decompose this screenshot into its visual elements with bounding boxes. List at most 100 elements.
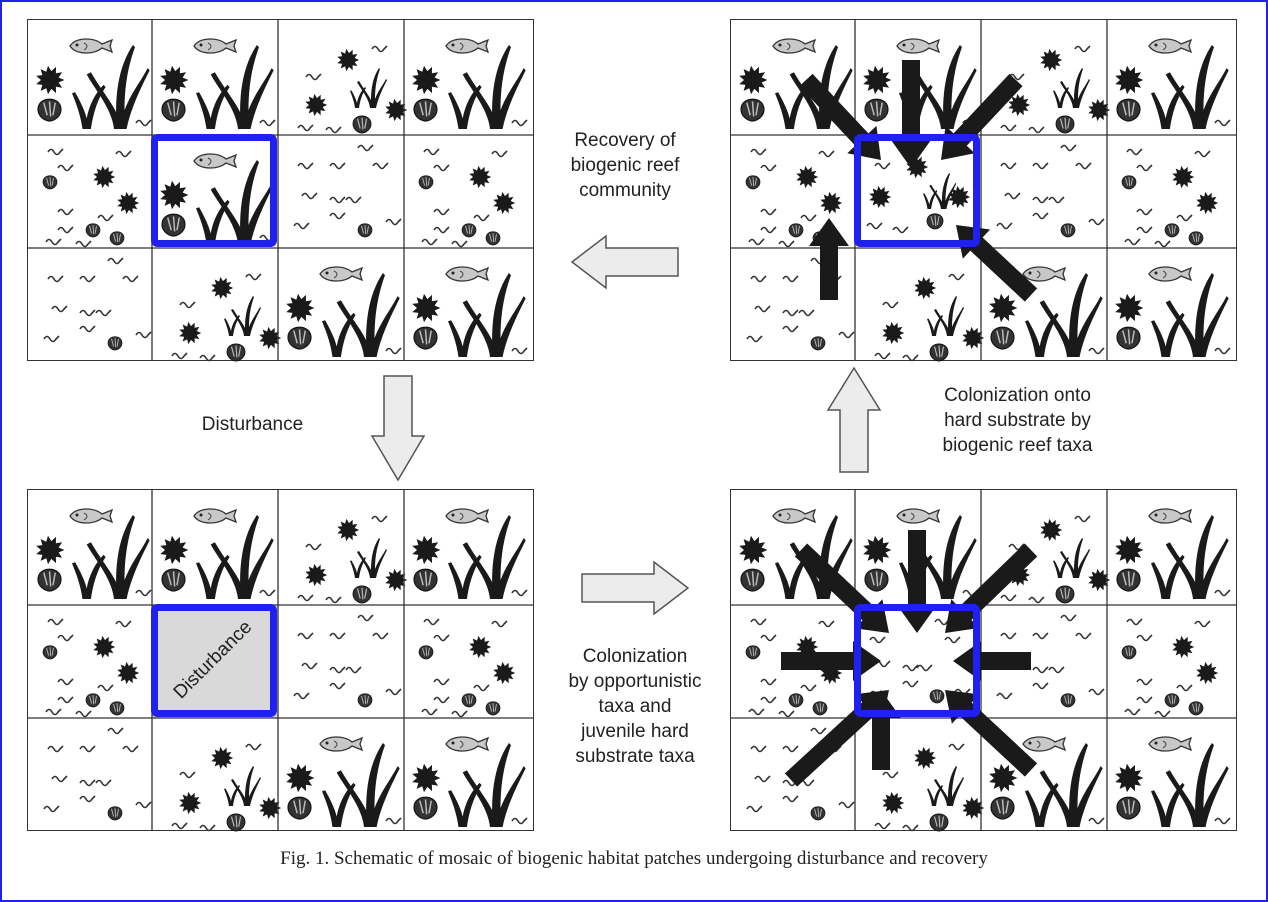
worm-icon <box>43 805 60 813</box>
worm-icon <box>1048 666 1065 674</box>
worm-icon <box>996 692 1013 700</box>
worm-icon <box>760 164 777 172</box>
worm-icon <box>782 745 799 753</box>
worm-icon <box>79 325 96 333</box>
worm-icon <box>882 771 899 779</box>
sea-urchin-icon <box>36 65 65 95</box>
sea-urchin-icon <box>117 661 140 685</box>
shell-icon <box>107 806 123 821</box>
worm-icon <box>1088 347 1105 355</box>
worm-icon <box>345 196 362 204</box>
worm-icon <box>135 589 152 597</box>
shell-icon <box>788 223 804 238</box>
colonization-opportunistic-label-line: juvenile hard <box>581 721 689 742</box>
worm-icon <box>79 745 96 753</box>
shell-icon <box>812 701 828 716</box>
worm-icon <box>259 119 276 127</box>
sea-urchin-icon <box>211 746 234 770</box>
colonization-arrow-icon <box>891 60 931 168</box>
worm-icon <box>798 309 815 317</box>
worm-icon <box>750 745 767 753</box>
worm-icon <box>47 148 64 156</box>
seaweed-icon <box>448 515 526 599</box>
worm-icon <box>451 240 468 248</box>
worm-icon <box>810 727 827 735</box>
worm-icon <box>754 775 771 783</box>
sea-urchin-icon <box>412 293 441 323</box>
sea-urchin-icon <box>1115 293 1144 323</box>
worm-icon <box>902 824 919 832</box>
shell-icon <box>161 568 186 592</box>
sea-urchin-icon <box>948 185 971 209</box>
sea-urchin-icon <box>1172 165 1195 189</box>
sea-urchin-icon <box>493 191 516 215</box>
shell-icon <box>226 813 246 832</box>
worm-icon <box>51 305 68 313</box>
mosaic-cell <box>293 614 402 708</box>
sea-urchin-icon <box>305 93 328 117</box>
worm-icon <box>79 309 96 317</box>
shell-icon <box>485 701 501 716</box>
colonization-biogenic-label-line: Colonization onto <box>944 385 1091 406</box>
shell-icon <box>740 568 765 592</box>
fish-icon <box>1148 266 1193 282</box>
worm-icon <box>996 222 1013 230</box>
worm-icon <box>892 226 909 234</box>
worm-icon <box>75 710 92 718</box>
mosaic-cell <box>160 153 276 244</box>
seaweed-icon <box>196 45 274 129</box>
shell-icon <box>864 98 889 122</box>
worm-icon <box>57 164 74 172</box>
worm-icon <box>329 162 346 170</box>
worm-icon <box>372 632 389 640</box>
worm-icon <box>902 664 919 672</box>
worm-icon <box>297 162 314 170</box>
sea-urchin-icon <box>286 293 315 323</box>
worm-icon <box>171 352 188 360</box>
worm-icon <box>57 208 74 216</box>
worm-icon <box>473 214 490 222</box>
worm-icon <box>245 273 262 281</box>
worm-icon <box>107 727 124 735</box>
worm-icon <box>1008 73 1025 81</box>
sea-urchin-icon <box>337 518 360 542</box>
worm-icon <box>1136 164 1153 172</box>
sea-urchin-icon <box>796 165 819 189</box>
worm-icon <box>491 150 508 158</box>
sea-urchin-icon <box>1008 93 1031 117</box>
worm-icon <box>800 684 817 692</box>
sea-urchin-icon <box>1115 763 1144 793</box>
shell-icon <box>413 568 438 592</box>
sea-urchin-icon <box>412 65 441 95</box>
mosaic-cell <box>43 727 152 821</box>
shell-icon <box>418 645 434 660</box>
seaweed-icon <box>1025 273 1103 357</box>
mosaic-cell <box>866 155 971 234</box>
worm-icon <box>297 632 314 640</box>
worm-icon <box>357 144 374 152</box>
sea-urchin-icon <box>160 535 189 565</box>
recovery-label-line: Recovery of <box>574 130 676 151</box>
shell-icon <box>1164 223 1180 238</box>
seaweed-icon <box>322 743 400 827</box>
worm-icon <box>385 688 402 696</box>
worm-icon <box>838 331 855 339</box>
worm-icon <box>385 218 402 226</box>
fish-icon <box>445 38 490 54</box>
highlighted-patch <box>151 604 277 717</box>
worm-icon <box>433 634 450 642</box>
shell-icon <box>107 336 123 351</box>
mosaic-cell <box>1121 148 1219 248</box>
disturbance-label: Disturbance <box>201 414 304 435</box>
worm-icon <box>135 801 152 809</box>
shell-icon <box>352 115 372 134</box>
colonization-opportunistic-label: Colonization by opportunistic taxa and j… <box>540 644 730 769</box>
colonization-arrow-icon <box>956 224 1038 302</box>
shell-icon <box>929 689 945 704</box>
worm-icon <box>1124 708 1141 716</box>
worm-icon <box>1028 126 1045 134</box>
worm-icon <box>1032 196 1049 204</box>
shell-icon <box>1121 645 1137 660</box>
shell-icon <box>42 645 58 660</box>
seaweed-icon <box>224 296 261 336</box>
